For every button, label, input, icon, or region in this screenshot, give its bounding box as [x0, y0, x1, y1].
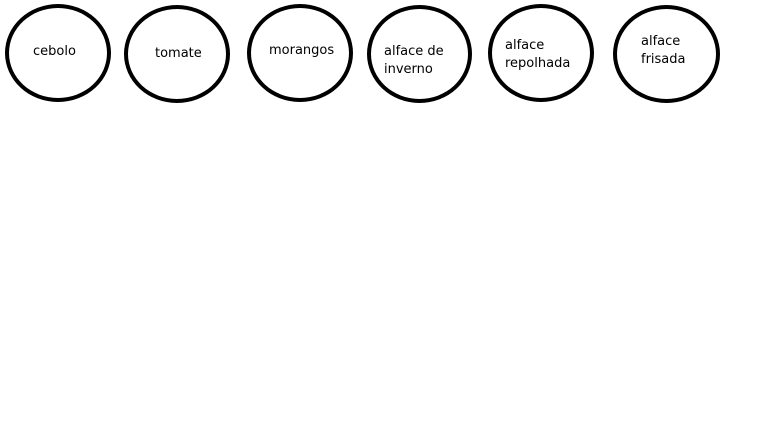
node-label-line: alface — [505, 38, 545, 53]
node-label-line: repolhada — [505, 56, 571, 71]
node-circle-alface-frisada — [613, 5, 720, 103]
node-label-line: cebolo — [33, 44, 76, 59]
node-label-line: frisada — [641, 52, 686, 67]
node-label-line: tomate — [155, 46, 202, 61]
node-label-alface-frisada: alface frisada — [641, 33, 686, 69]
node-label-cebolo: cebolo — [33, 43, 76, 61]
node-circle-alface-repolhada — [488, 4, 594, 102]
node-label-morangos: morangos — [269, 42, 334, 60]
node-circle-alface-de-inverno — [367, 5, 472, 103]
node-circle-morangos — [247, 4, 353, 102]
node-label-line: alface — [641, 34, 681, 49]
node-label-line: morangos — [269, 43, 335, 58]
node-label-tomate: tomate — [155, 45, 202, 63]
node-label-alface-repolhada: alface repolhada — [505, 37, 570, 73]
node-label-line: alface de — [384, 44, 444, 59]
node-circle-tomate — [124, 5, 230, 103]
node-label-alface-de-inverno: alface de inverno — [384, 43, 444, 79]
node-circle-cebolo — [5, 4, 111, 102]
node-label-line: inverno — [384, 62, 433, 77]
